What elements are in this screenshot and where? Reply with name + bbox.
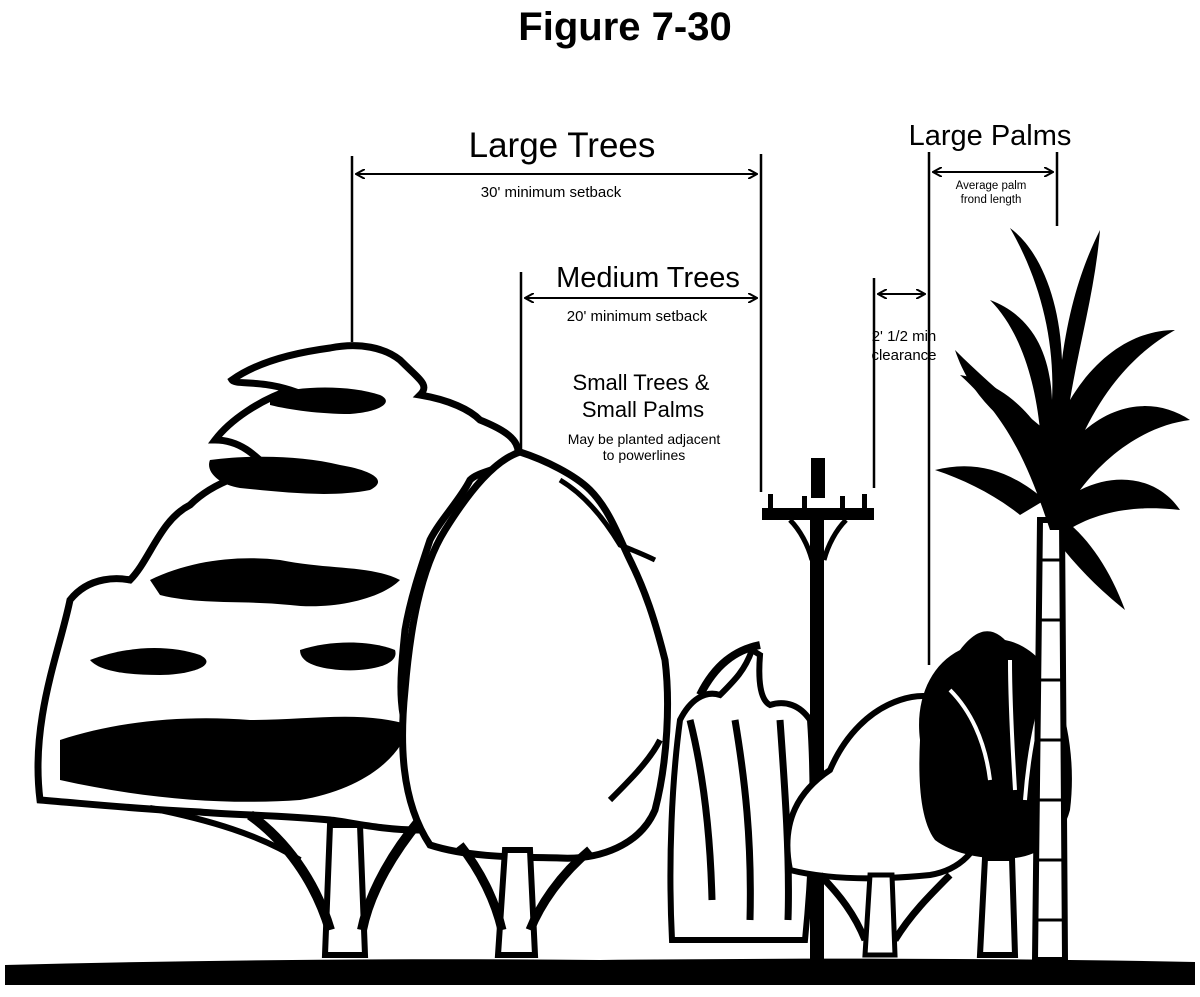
small-note-line2: to powerlines	[603, 447, 686, 463]
medium-trees-setback: 20' minimum setback	[567, 308, 708, 325]
large-palms-label: Large Palms	[909, 120, 1072, 152]
small-note-line1: May be planted adjacent	[568, 431, 721, 447]
small-palms-label: Small Palms	[582, 397, 704, 422]
medium-tree	[403, 452, 668, 955]
large-trees-label: Large Trees	[469, 126, 656, 165]
figure-title: Figure 7-30	[518, 5, 731, 49]
small-trees-label: Small Trees &	[573, 370, 710, 395]
medium-trees-label: Medium Trees	[556, 262, 740, 294]
large-trees-setback: 30' minimum setback	[481, 184, 622, 201]
frond-note-line2: frond length	[961, 194, 1022, 206]
clearance-line1: 2' 1/2 min	[872, 328, 937, 345]
tree-illustration	[5, 228, 1195, 985]
clearance-line2: clearance	[871, 347, 936, 364]
frond-note-line1: Average palm	[956, 180, 1027, 192]
ground	[5, 959, 1195, 985]
small-palm	[670, 645, 812, 940]
